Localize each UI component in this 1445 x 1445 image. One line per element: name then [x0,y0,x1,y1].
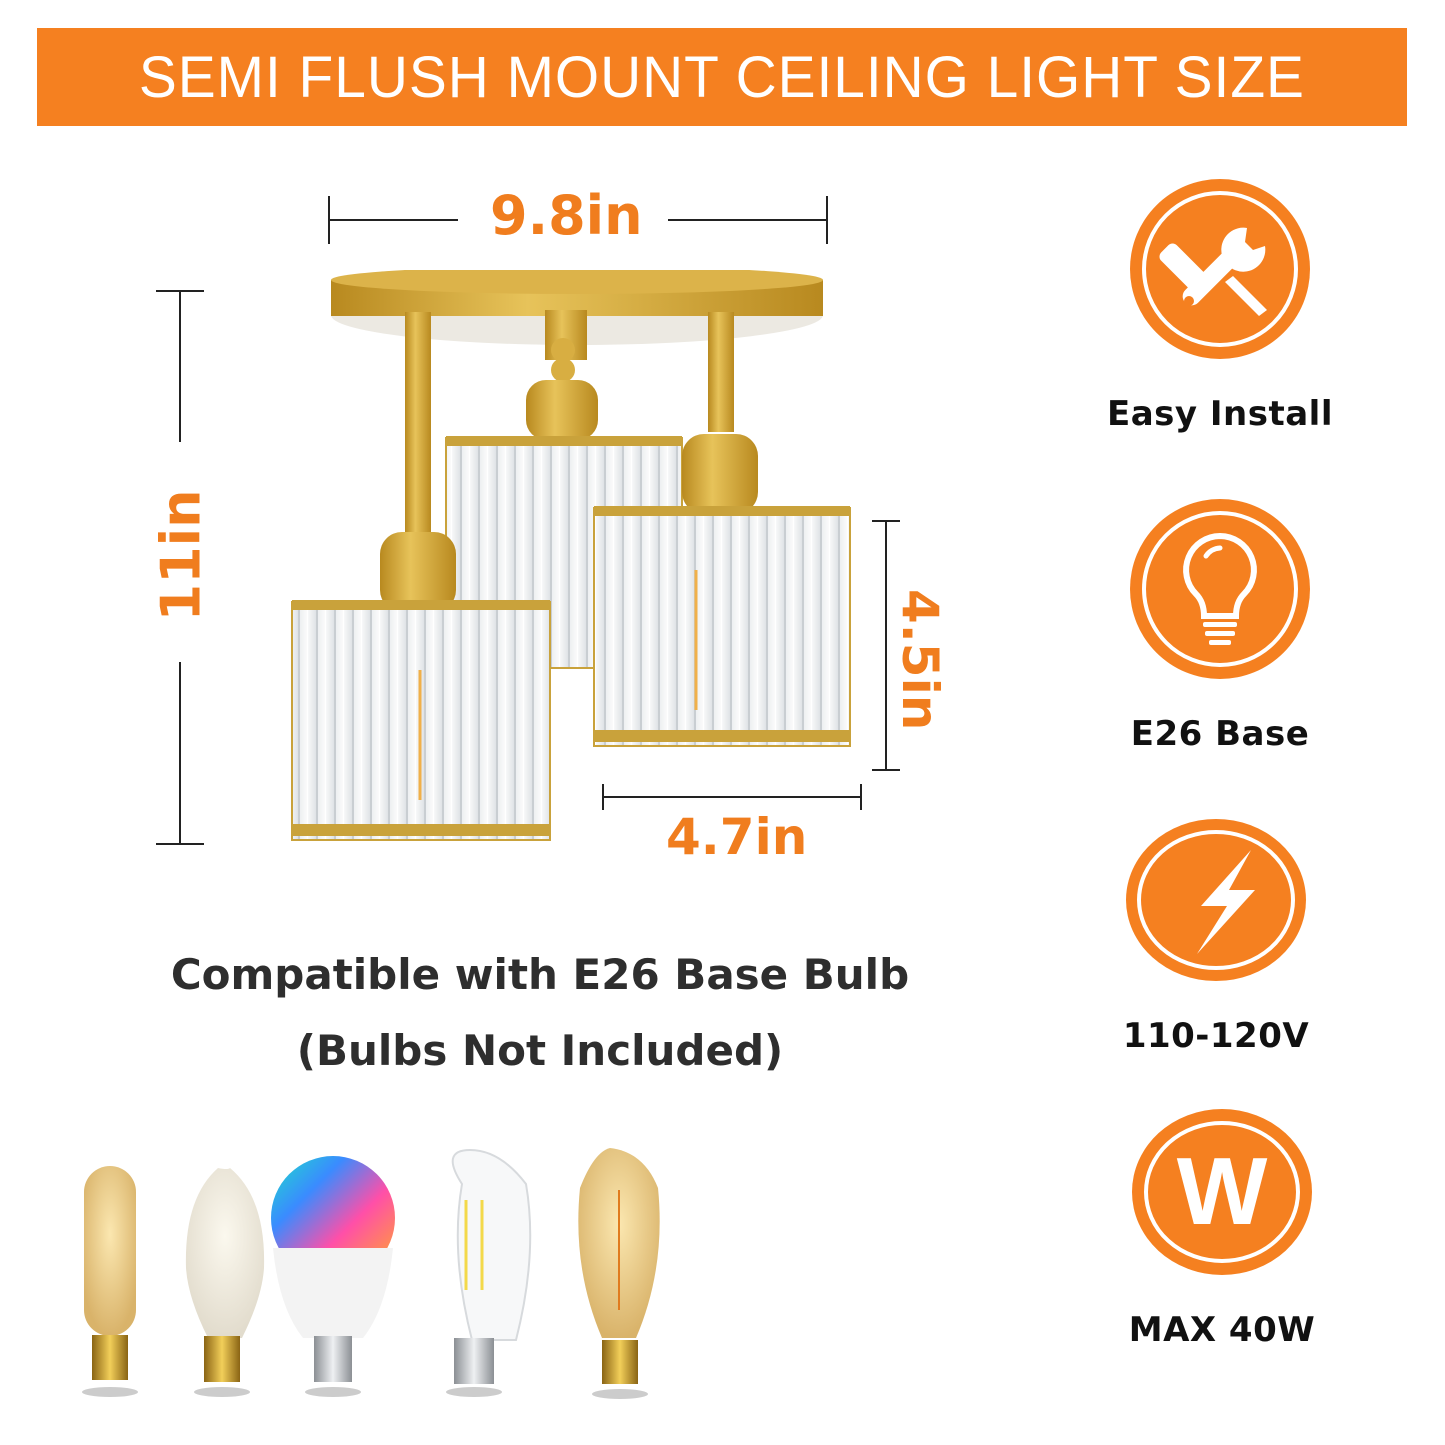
compatibility-line-2: (Bulbs Not Included) [296,1026,784,1075]
height-dim-line-bottom [179,662,181,844]
shade-width-tick-right [860,784,862,810]
feature-label: MAX 40W [1128,1310,1316,1350]
shade-height-line [885,520,887,770]
compatible-bulbs-row [70,1130,990,1410]
width-dim-tick-right [826,196,828,244]
feature-max-wattage: W MAX 40W [1092,1108,1352,1350]
width-dimension-label: 9.8in [490,184,643,247]
height-dim-line-top [179,290,181,442]
height-dim-tick-bottom [156,843,204,845]
bulb-a19-vintage [185,1168,265,1397]
ceiling-light-image [280,266,880,850]
shade-width-label: 4.7in [666,808,808,866]
feature-label: E26 Base [1130,714,1310,754]
shade-height-label: 4.5in [891,589,949,731]
height-dimension-label: 11in [149,489,213,622]
width-dim-line-right [668,219,828,221]
shade-width-line [602,796,862,798]
feature-label: Easy Install [1106,394,1333,434]
tools-icon [1130,179,1310,359]
feature-e26-base: E26 Base [1090,498,1350,754]
banner-title: SEMI FLUSH MOUNT CEILING LIGHT SIZE [138,44,1306,110]
watt-icon: W [1132,1109,1312,1275]
width-dim-line-left [328,219,458,221]
lightning-icon [1126,819,1306,981]
bulb-rgb-led [271,1156,395,1397]
bulb-st64-edison [578,1148,660,1399]
lightbulb-icon [1130,499,1310,679]
bulb-tubular-edison [82,1166,138,1397]
feature-easy-install: Easy Install [1090,178,1350,434]
compatibility-line-1: Compatible with E26 Base Bulb [170,950,910,999]
feature-label: 110-120V [1122,1016,1310,1056]
feature-voltage: 110-120V [1086,818,1346,1056]
title-banner: SEMI FLUSH MOUNT CEILING LIGHT SIZE [37,28,1407,126]
bulb-st64-led [446,1148,532,1397]
shade-height-tick-bottom [872,769,900,771]
svg-text:W: W [1177,1138,1268,1245]
